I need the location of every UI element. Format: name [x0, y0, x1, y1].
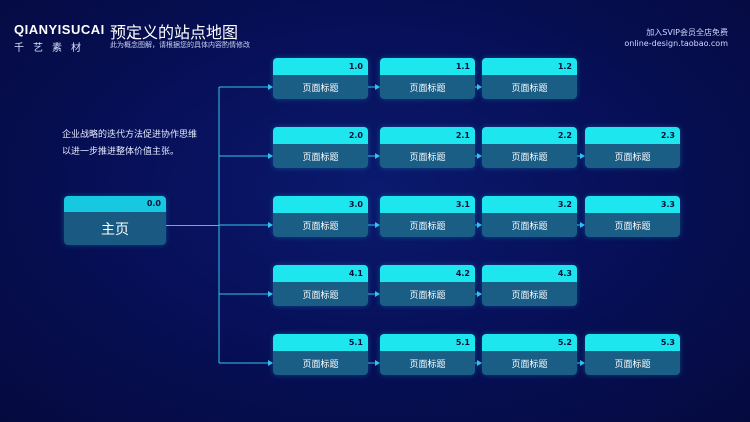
- node-id: 4.1: [273, 265, 368, 282]
- node-label: 页面标题: [482, 282, 577, 306]
- sibling-arrow: [375, 291, 380, 297]
- promo-line-1: 加入SVIP会员全店免费: [646, 28, 728, 37]
- node-id: 2.1: [380, 127, 475, 144]
- node-id: 4.2: [380, 265, 475, 282]
- node-label: 页面标题: [380, 213, 475, 237]
- branch-arrow: [268, 291, 273, 297]
- node-id: 2.0: [273, 127, 368, 144]
- node-label: 页面标题: [380, 144, 475, 168]
- description-note: 企业战略的迭代方法促进协作思维 以进一步推进整体价值主张。: [62, 127, 197, 161]
- promo-text: 加入SVIP会员全店免费 online-design.taobao.com: [624, 27, 728, 49]
- node-id: 5.2: [482, 334, 577, 351]
- node-id: 2.3: [585, 127, 680, 144]
- node-id: 5.1: [380, 334, 475, 351]
- node-label: 页面标题: [585, 351, 680, 375]
- node-id: 3.0: [273, 196, 368, 213]
- sibling-arrow: [375, 84, 380, 90]
- node-id: 1.2: [482, 58, 577, 75]
- node-label: 页面标题: [273, 213, 368, 237]
- node-label: 页面标题: [585, 144, 680, 168]
- brand-logo: QIANYISUCAI 千艺素材: [14, 22, 105, 54]
- branch-arrow: [268, 153, 273, 159]
- sibling-arrow: [375, 360, 380, 366]
- node-label: 页面标题: [482, 213, 577, 237]
- promo-url: online-design.taobao.com: [624, 39, 728, 48]
- sibling-arrow: [375, 153, 380, 159]
- sibling-arrow: [580, 360, 585, 366]
- page-subtitle: 此为概念图解，请根据您的具体内容酌情修改: [110, 41, 250, 49]
- note-line-2: 以进一步推进整体价值主张。: [62, 147, 180, 157]
- sibling-arrow: [477, 291, 482, 297]
- node-id: 3.2: [482, 196, 577, 213]
- node-label: 页面标题: [273, 144, 368, 168]
- page-title: 预定义的站点地图: [110, 23, 239, 42]
- note-line-1: 企业战略的迭代方法促进协作思维: [62, 130, 198, 140]
- node-label: 页面标题: [273, 282, 368, 306]
- sibling-arrow: [477, 360, 482, 366]
- node-label: 页面标题: [585, 213, 680, 237]
- sibling-arrow: [580, 222, 585, 228]
- sibling-arrow: [477, 222, 482, 228]
- brand-name-cn: 千艺素材: [14, 43, 90, 54]
- sibling-arrow: [477, 153, 482, 159]
- branch-arrow: [268, 222, 273, 228]
- branch-arrow: [268, 84, 273, 90]
- node-id: 5.1: [273, 334, 368, 351]
- branch-arrow: [268, 360, 273, 366]
- node-id: 3.3: [585, 196, 680, 213]
- node-label: 页面标题: [482, 144, 577, 168]
- node-label: 页面标题: [482, 351, 577, 375]
- node-label: 页面标题: [380, 351, 475, 375]
- node-label: 页面标题: [380, 282, 475, 306]
- sibling-arrow: [477, 84, 482, 90]
- node-label: 页面标题: [273, 351, 368, 375]
- node-label: 页面标题: [273, 75, 368, 99]
- node-id: 0.0: [64, 196, 166, 212]
- sibling-arrow: [375, 222, 380, 228]
- node-id: 2.2: [482, 127, 577, 144]
- node-id: 3.1: [380, 196, 475, 213]
- node-label: 页面标题: [482, 75, 577, 99]
- node-id: 5.3: [585, 334, 680, 351]
- node-id: 1.0: [273, 58, 368, 75]
- node-label: 页面标题: [380, 75, 475, 99]
- node-id: 4.3: [482, 265, 577, 282]
- brand-name-en: QIANYISUCAI: [14, 22, 105, 37]
- node-id: 1.1: [380, 58, 475, 75]
- node-label: 主页: [64, 212, 166, 245]
- sibling-arrow: [580, 153, 585, 159]
